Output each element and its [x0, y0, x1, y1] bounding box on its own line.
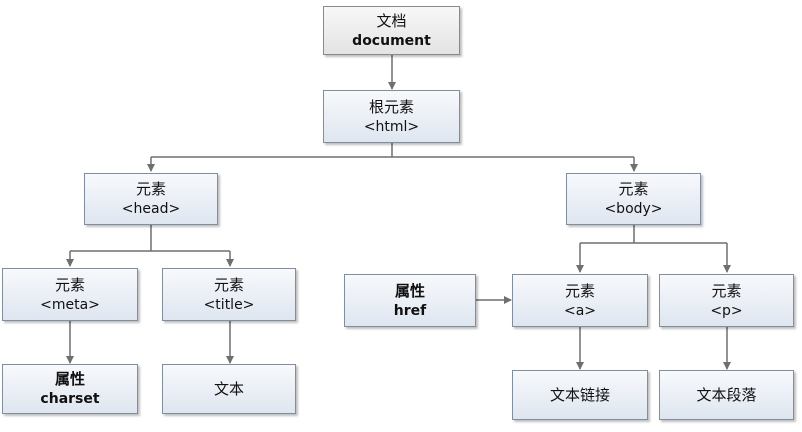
- text-link-node-label: 文本链接: [549, 386, 610, 404]
- paragraph-node-line2: <p>: [710, 302, 743, 319]
- document-node-line2: document: [352, 32, 431, 49]
- head-node-line1: 元素: [135, 180, 166, 198]
- text-link-node: 文本链接: [512, 370, 648, 420]
- charset-attribute-node-line1: 属性: [54, 370, 85, 388]
- meta-node-line1: 元素: [54, 275, 85, 294]
- document-node-line1: 文档: [376, 11, 407, 30]
- title-node-line2: <title>: [203, 296, 255, 313]
- text-paragraph-node: 文本段落: [659, 370, 794, 420]
- href-attribute-node-line1: 属性: [394, 281, 425, 300]
- text-node-label: 文本: [213, 380, 244, 398]
- charset-attribute-node: 属性 charset: [2, 364, 138, 414]
- document-node: 文档 document: [323, 6, 460, 55]
- title-node: 元素 <title>: [162, 268, 296, 321]
- text-paragraph-node-label: 文本段落: [696, 386, 757, 404]
- html-root-node-line2: <html>: [363, 118, 420, 135]
- title-node-line1: 元素: [213, 275, 244, 294]
- meta-node: 元素 <meta>: [2, 268, 138, 321]
- paragraph-node-line1: 元素: [711, 281, 742, 300]
- anchor-node-line1: 元素: [564, 281, 595, 300]
- body-node: 元素 <body>: [566, 173, 701, 225]
- href-attribute-node-line2: href: [393, 302, 427, 319]
- head-node-line2: <head>: [121, 201, 181, 217]
- charset-attribute-node-line2: charset: [40, 391, 100, 407]
- head-node: 元素 <head>: [84, 173, 218, 225]
- body-node-line1: 元素: [618, 180, 649, 198]
- paragraph-node: 元素 <p>: [659, 274, 794, 327]
- meta-node-line2: <meta>: [40, 296, 100, 313]
- href-attribute-node: 属性 href: [344, 274, 476, 327]
- body-node-line2: <body>: [604, 201, 663, 217]
- anchor-node: 元素 <a>: [512, 274, 648, 327]
- text-node: 文本: [162, 364, 296, 414]
- html-root-node-line1: 根元素: [368, 97, 414, 116]
- html-root-node: 根元素 <html>: [323, 90, 460, 143]
- anchor-node-line2: <a>: [563, 302, 597, 319]
